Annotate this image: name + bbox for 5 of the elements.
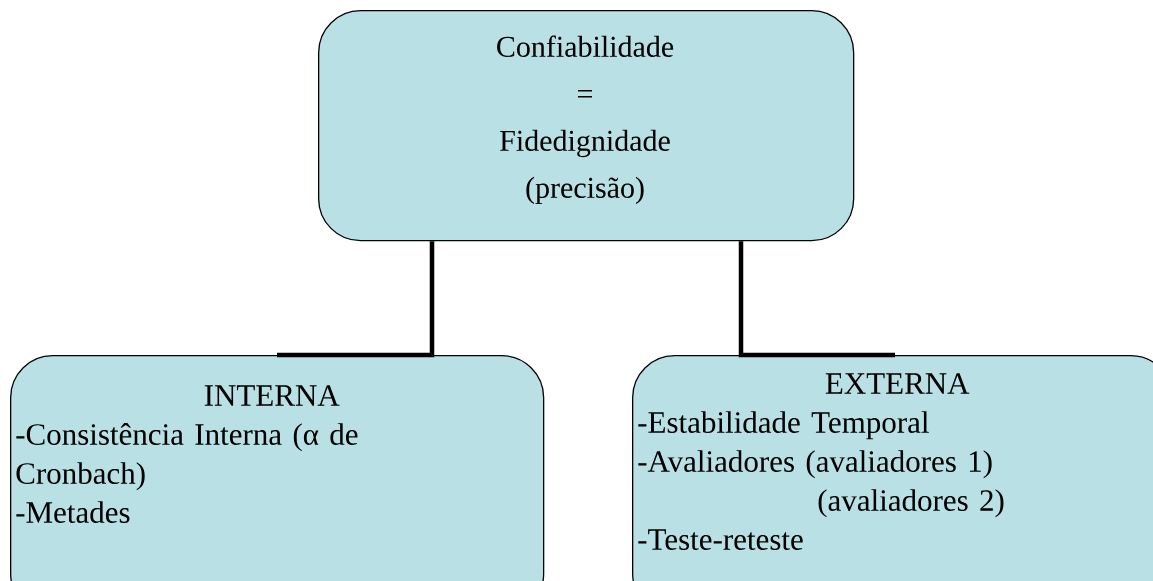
connector [738, 241, 895, 358]
connector [277, 241, 435, 358]
rounded-box: Confiabilidade = Fidedignidade (precisão) [318, 10, 855, 242]
rounded-box: INTERNA -Consistência Interna (α de Cronbach) -Metades [10, 355, 545, 581]
rounded-box: EXTERNA -Estabilidade Temporal -Avaliadores (avaliadores 1) (avaliadores 2) -Teste-reteste [632, 355, 1153, 581]
